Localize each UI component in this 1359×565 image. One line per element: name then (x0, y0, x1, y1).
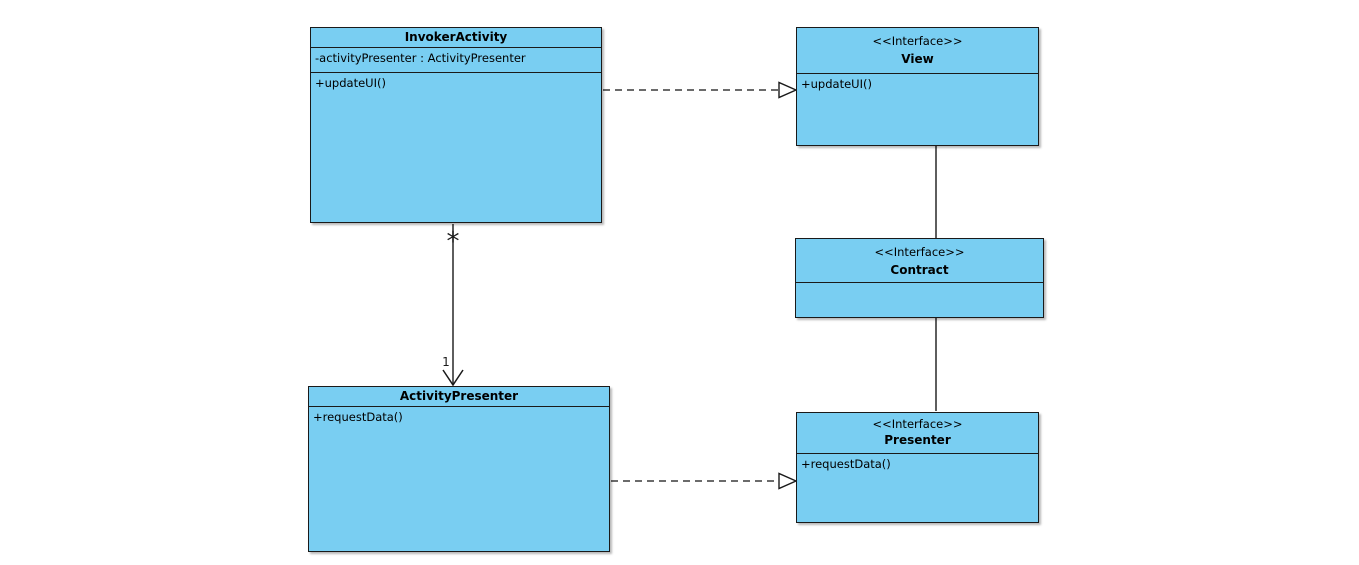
method: +requestData() (313, 410, 403, 424)
interface-header: <<Interface>> Contract (796, 239, 1043, 283)
interface-contract[interactable]: <<Interface>> Contract (795, 238, 1044, 318)
realization-activitypresenter-presenter[interactable] (611, 472, 798, 490)
interface-presenter[interactable]: <<Interface>> Presenter +requestData() (796, 412, 1039, 523)
multiplicity-target-label: 1 (442, 355, 450, 369)
methods-compartment: +requestData() (309, 407, 609, 551)
method: +requestData() (801, 457, 891, 471)
hollow-triangle-arrowhead-icon (778, 81, 798, 99)
class-invokeractivity[interactable]: InvokerActivity -activityPresenter : Act… (310, 27, 602, 223)
directed-association-invokeractivity-activitypresenter[interactable]: * 1 (442, 224, 464, 387)
class-name: InvokerActivity (311, 28, 601, 48)
interface-view[interactable]: <<Interface>> View +updateUI() (796, 27, 1039, 146)
stereotype-label: <<Interface>> (872, 417, 963, 431)
open-arrowhead-icon (442, 369, 464, 387)
method: +updateUI() (801, 77, 872, 91)
class-name: Contract (890, 263, 949, 277)
multiplicity-source-label: * (447, 227, 460, 257)
interface-header: <<Interface>> Presenter (797, 413, 1038, 454)
empty-compartment (796, 283, 1043, 317)
hollow-triangle-arrowhead-icon (778, 472, 798, 490)
class-name: View (901, 52, 934, 66)
method: +updateUI() (315, 76, 386, 90)
stereotype-label: <<Interface>> (872, 34, 963, 48)
class-activitypresenter[interactable]: ActivityPresenter +requestData() (308, 386, 610, 552)
attributes-compartment: -activityPresenter : ActivityPresenter (311, 48, 601, 73)
interface-header: <<Interface>> View (797, 28, 1038, 74)
methods-compartment: +updateUI() (797, 74, 1038, 145)
realization-invokeractivity-view[interactable] (603, 81, 798, 99)
attribute: -activityPresenter : ActivityPresenter (315, 51, 526, 65)
class-name: Presenter (884, 433, 951, 447)
stereotype-label: <<Interface>> (874, 245, 965, 259)
methods-compartment: +updateUI() (311, 73, 601, 222)
class-name: ActivityPresenter (309, 387, 609, 407)
methods-compartment: +requestData() (797, 454, 1038, 522)
